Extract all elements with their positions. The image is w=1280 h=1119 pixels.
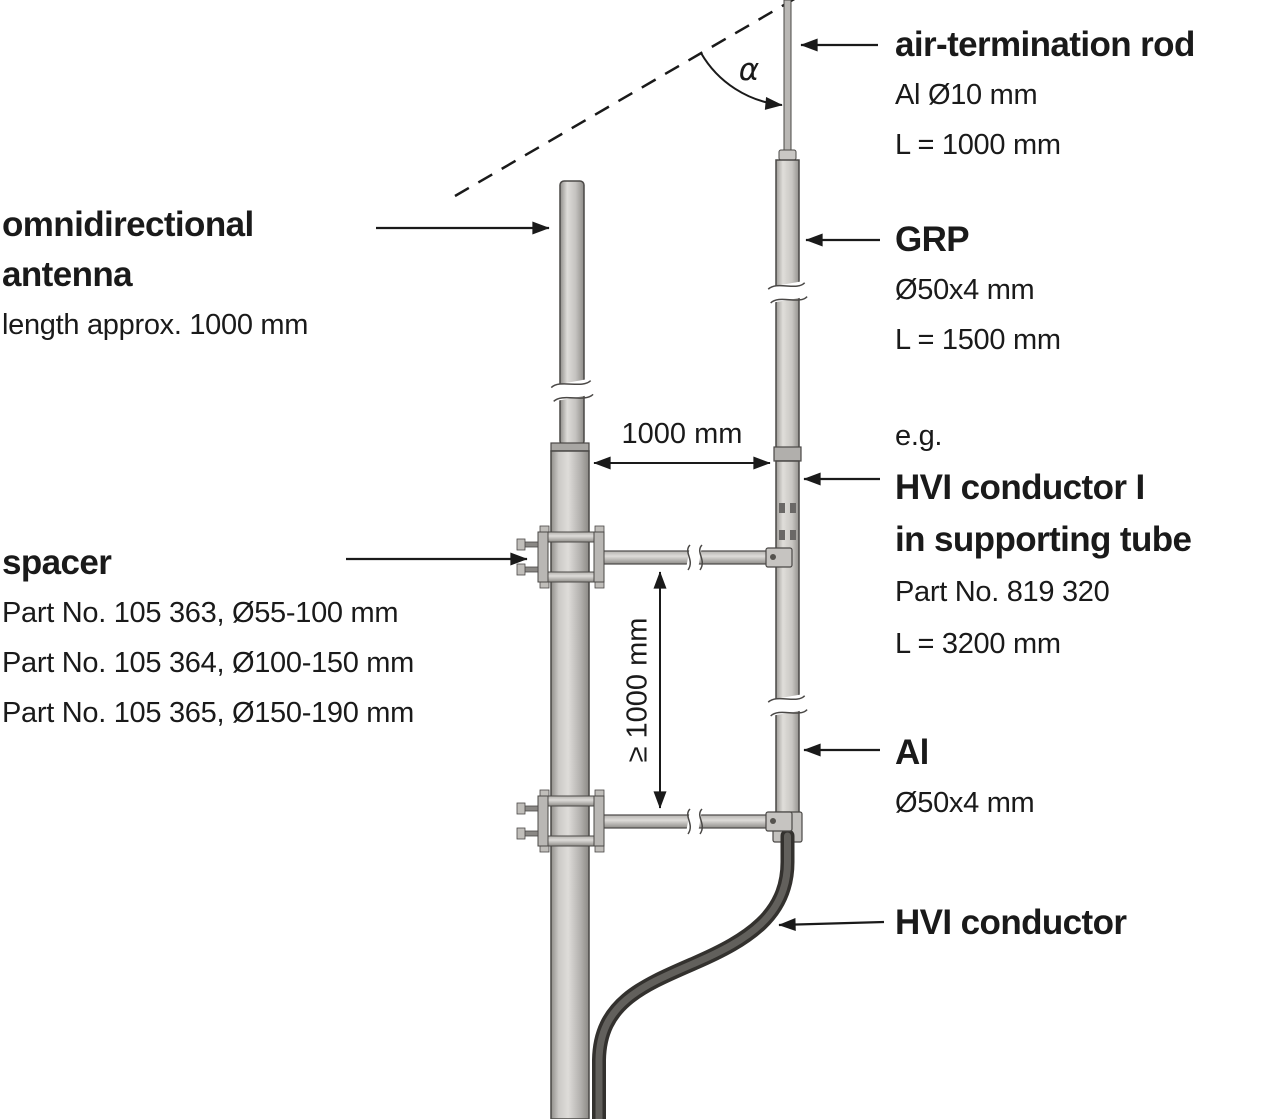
label-air-termination-rod: air-termination rod Al Ø10 mm L = 1000 m…: [895, 20, 1195, 170]
spacer-title: spacer: [2, 543, 112, 582]
mast: [550, 450, 590, 1119]
grp-spec1: Ø50x4 mm: [895, 274, 1035, 306]
clamp-right-plate: [593, 531, 605, 583]
spacer-tube-connector: [765, 547, 793, 568]
antenna-title-line2: antenna: [2, 255, 133, 294]
spacer-bar-break-symbol: [686, 544, 704, 571]
supporting-tube: [775, 460, 800, 842]
antenna-rod: [559, 180, 585, 446]
antenna-break-symbol: [550, 378, 594, 402]
antenna-length-spec: length approx. 1000 mm: [2, 309, 309, 341]
al-spec1: Ø50x4 mm: [895, 787, 1035, 819]
label-al: Al Ø50x4 mm: [895, 728, 1035, 828]
supporting-tube-break-symbol: [767, 693, 808, 717]
spacer-part-2: Part No. 105 364, Ø100-150 mm: [2, 647, 415, 679]
air-rod-spec1: Al Ø10 mm: [895, 79, 1038, 111]
spacer-assembly: [516, 525, 793, 589]
grp-title: GRP: [895, 220, 970, 259]
hvi-connection-marks: [779, 503, 796, 540]
clamp-bolt-shaft: [523, 541, 539, 548]
al-title: Al: [895, 733, 929, 772]
hvi-i-title-line1: HVI conductor I: [895, 468, 1145, 507]
clamp-left-plate: [537, 531, 549, 583]
clamp-bolt-head: [516, 563, 526, 576]
angle-arc: [700, 52, 783, 110]
spacer-part-3: Part No. 105 365, Ø150-190 mm: [2, 697, 415, 729]
connector-bolt: [770, 554, 776, 560]
spacer-bar: [599, 550, 771, 565]
hvi-conductor-title: HVI conductor: [895, 903, 1127, 942]
angle-alpha-text: α: [738, 52, 760, 88]
hvi-i-prefix: e.g.: [895, 420, 943, 452]
hvi-cable-highlight: [595, 832, 791, 1119]
spacer-part-1: Part No. 105 363, Ø55-100 mm: [2, 597, 399, 629]
label-spacer: spacer Part No. 105 363, Ø55-100 mm Part…: [2, 538, 414, 738]
dimension-horizontal-text: 1000 mm: [621, 418, 743, 450]
dashed-angle-line: [454, 0, 796, 198]
grp-spec2: L = 1500 mm: [895, 324, 1061, 356]
hvi-i-spec1: Part No. 819 320: [895, 576, 1110, 608]
air-rod-title: air-termination rod: [895, 25, 1195, 64]
label-omnidirectional-antenna: omnidirectional antenna length approx. 1…: [2, 200, 308, 350]
antenna-title-line1: omnidirectional: [2, 205, 254, 244]
label-grp: GRP Ø50x4 mm L = 1500 mm: [895, 215, 1061, 365]
hvi-i-spec2: L = 3200 mm: [895, 628, 1061, 660]
label-hvi-conductor: HVI conductor: [895, 898, 1127, 948]
hvi-cable: [592, 829, 795, 1119]
rod-collar: [778, 149, 797, 161]
clamp-bolt-shaft: [523, 566, 539, 573]
hvi-i-title-line2: in supporting tube: [895, 520, 1192, 559]
grp-break-symbol: [767, 280, 808, 304]
dimension-vertical-text: ≥ 1000 mm: [621, 617, 654, 763]
mast-top-cap: [550, 442, 590, 452]
clamp-bolt-head: [516, 538, 526, 551]
tube-coupling: [773, 446, 802, 462]
grp-tube: [775, 159, 800, 451]
air-rod-spec2: L = 1000 mm: [895, 129, 1061, 161]
arrow-hvi-conductor: [778, 918, 885, 932]
label-hvi-conductor-i: e.g. HVI conductor I in supporting tube …: [895, 410, 1192, 670]
air-termination-rod: [783, 0, 792, 159]
